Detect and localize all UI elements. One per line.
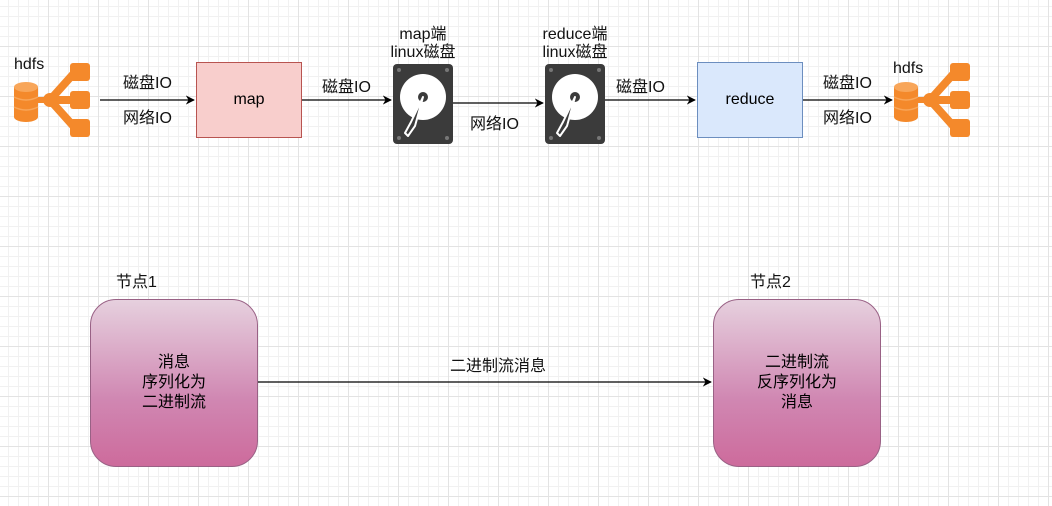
edge3-label: 网络IO xyxy=(470,116,519,133)
map-label: map xyxy=(233,91,265,108)
edge4-label: 磁盘IO xyxy=(616,79,665,96)
node2-title: 节点2 xyxy=(750,274,791,291)
map-disk-icon xyxy=(392,63,454,145)
edge5-bottom-label: 网络IO xyxy=(823,110,872,127)
node1-title: 节点1 xyxy=(116,274,157,291)
reduce-label: reduce xyxy=(725,91,775,108)
edge1-bottom-label: 网络IO xyxy=(123,110,172,127)
hdfs-left-label: hdfs xyxy=(14,56,45,73)
map-disk-title-1: map端 xyxy=(399,26,447,43)
serialization-arrow-label: 二进制流消息 xyxy=(449,358,547,375)
node2-box: 二进制流 反序列化为 消息 xyxy=(713,299,881,467)
node1-box: 消息 序列化为 二进制流 xyxy=(90,299,258,467)
hdfs-left-icon xyxy=(14,63,90,137)
reduce-box: reduce xyxy=(697,62,803,138)
node1-text: 消息 序列化为 二进制流 xyxy=(141,354,206,411)
edge5-top-label: 磁盘IO xyxy=(823,75,872,92)
edge2-label: 磁盘IO xyxy=(322,79,371,96)
reduce-disk-title-2: linux磁盘 xyxy=(542,44,608,61)
reduce-disk-title-1: reduce端 xyxy=(542,26,608,43)
map-disk-title-2: linux磁盘 xyxy=(390,44,456,61)
reduce-disk-icon xyxy=(544,63,606,145)
node2-text: 二进制流 反序列化为 消息 xyxy=(756,354,837,411)
edge1-top-label: 磁盘IO xyxy=(123,75,172,92)
map-box: map xyxy=(196,62,302,138)
hdfs-right-label: hdfs xyxy=(893,60,924,77)
